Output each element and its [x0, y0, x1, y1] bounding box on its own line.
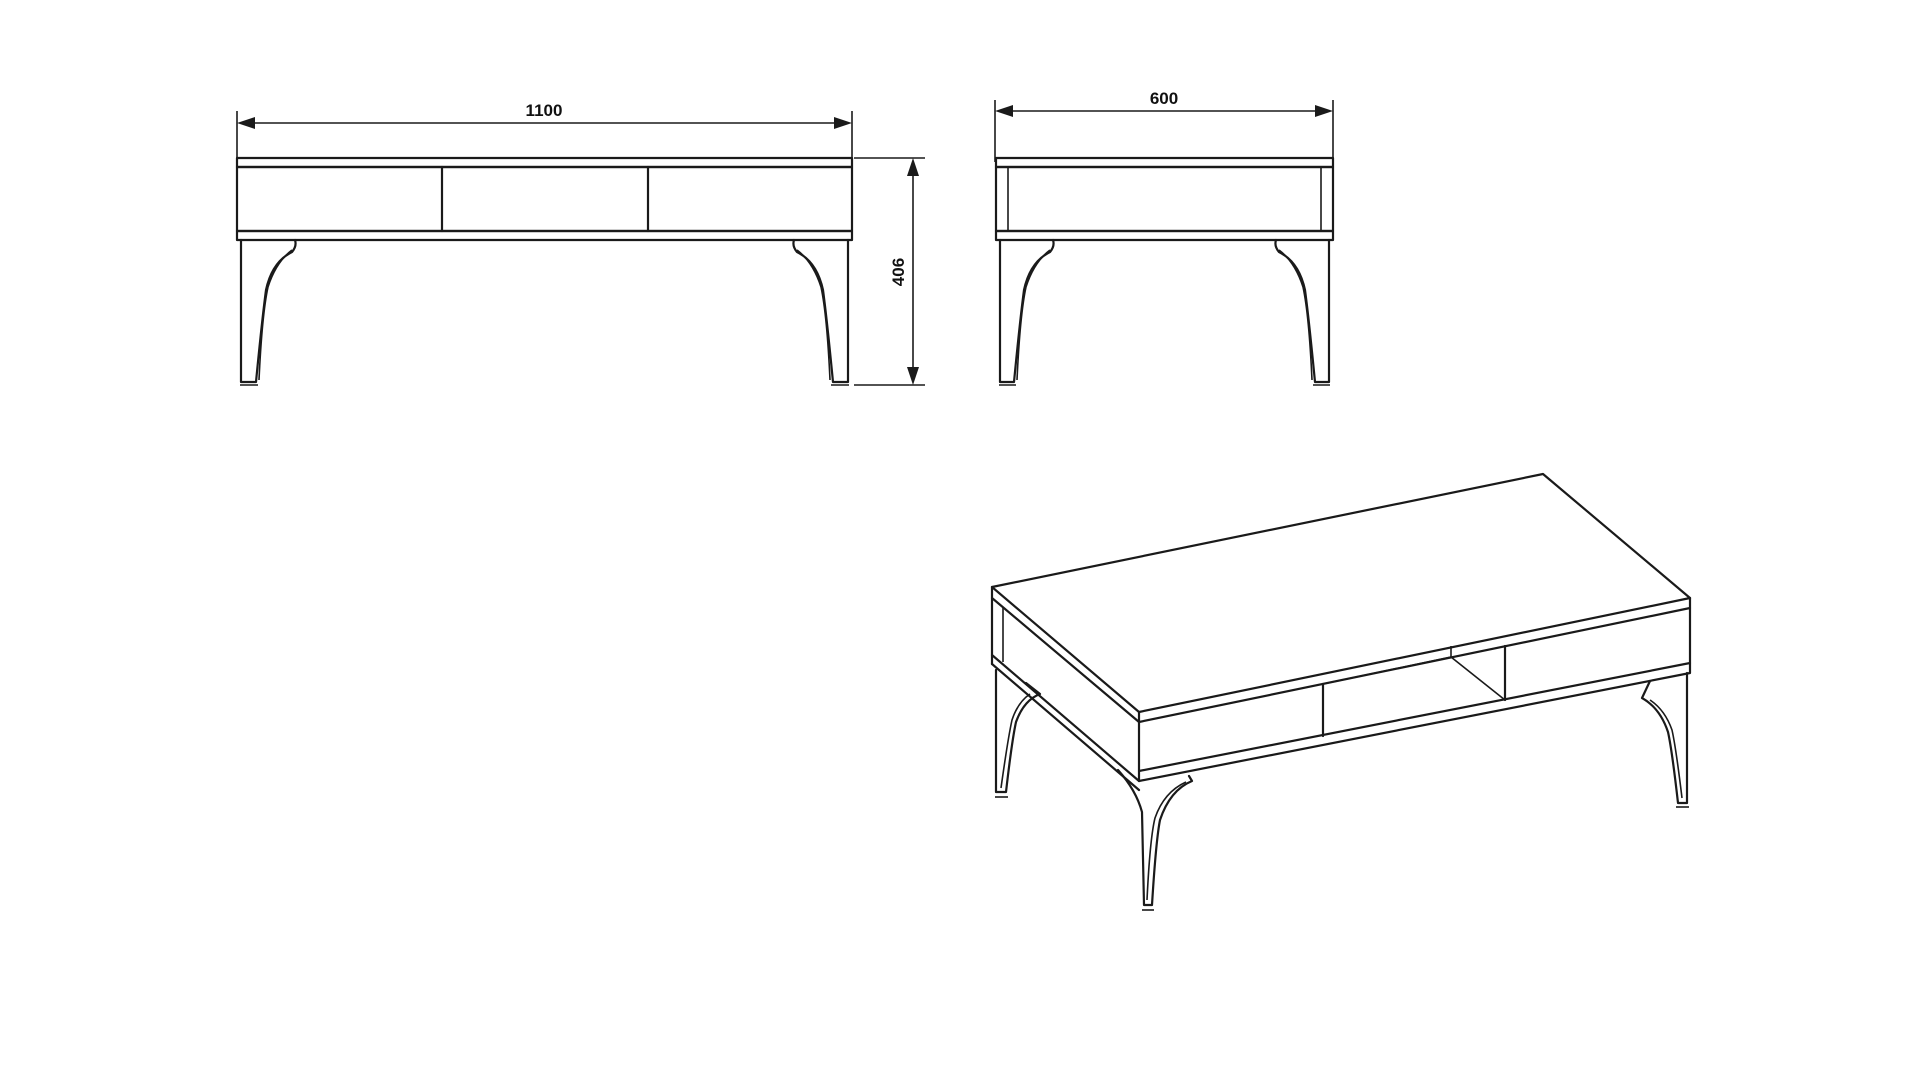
front-view-right-leg — [792, 238, 850, 384]
width-dimension-label: 1100 — [526, 101, 563, 120]
isometric-view — [990, 472, 1692, 911]
iso-top-edge — [990, 585, 1692, 724]
side-view: 600 — [994, 89, 1335, 386]
width-dimension-line — [236, 111, 853, 162]
side-view-body — [994, 156, 1335, 242]
iso-back-left-leg — [994, 668, 1042, 798]
height-dimension-label: 406 — [889, 258, 908, 286]
front-view-left-leg — [239, 238, 297, 384]
iso-bottom-slab — [1137, 661, 1692, 783]
side-view-left-leg — [998, 238, 1055, 384]
iso-end-panel — [990, 596, 1141, 783]
side-view-right-leg — [1274, 238, 1331, 384]
iso-right-leg — [1640, 671, 1689, 808]
height-dimension-line — [854, 157, 925, 386]
iso-compartments — [1321, 644, 1507, 738]
iso-table-top — [990, 472, 1692, 714]
iso-front-left-leg — [1116, 768, 1194, 911]
depth-dimension-label: 600 — [1150, 89, 1178, 108]
front-view-body — [235, 156, 854, 242]
front-view: 1100 406 — [235, 101, 925, 386]
depth-dimension-line — [994, 100, 1334, 162]
iso-front-panel — [1137, 606, 1692, 773]
